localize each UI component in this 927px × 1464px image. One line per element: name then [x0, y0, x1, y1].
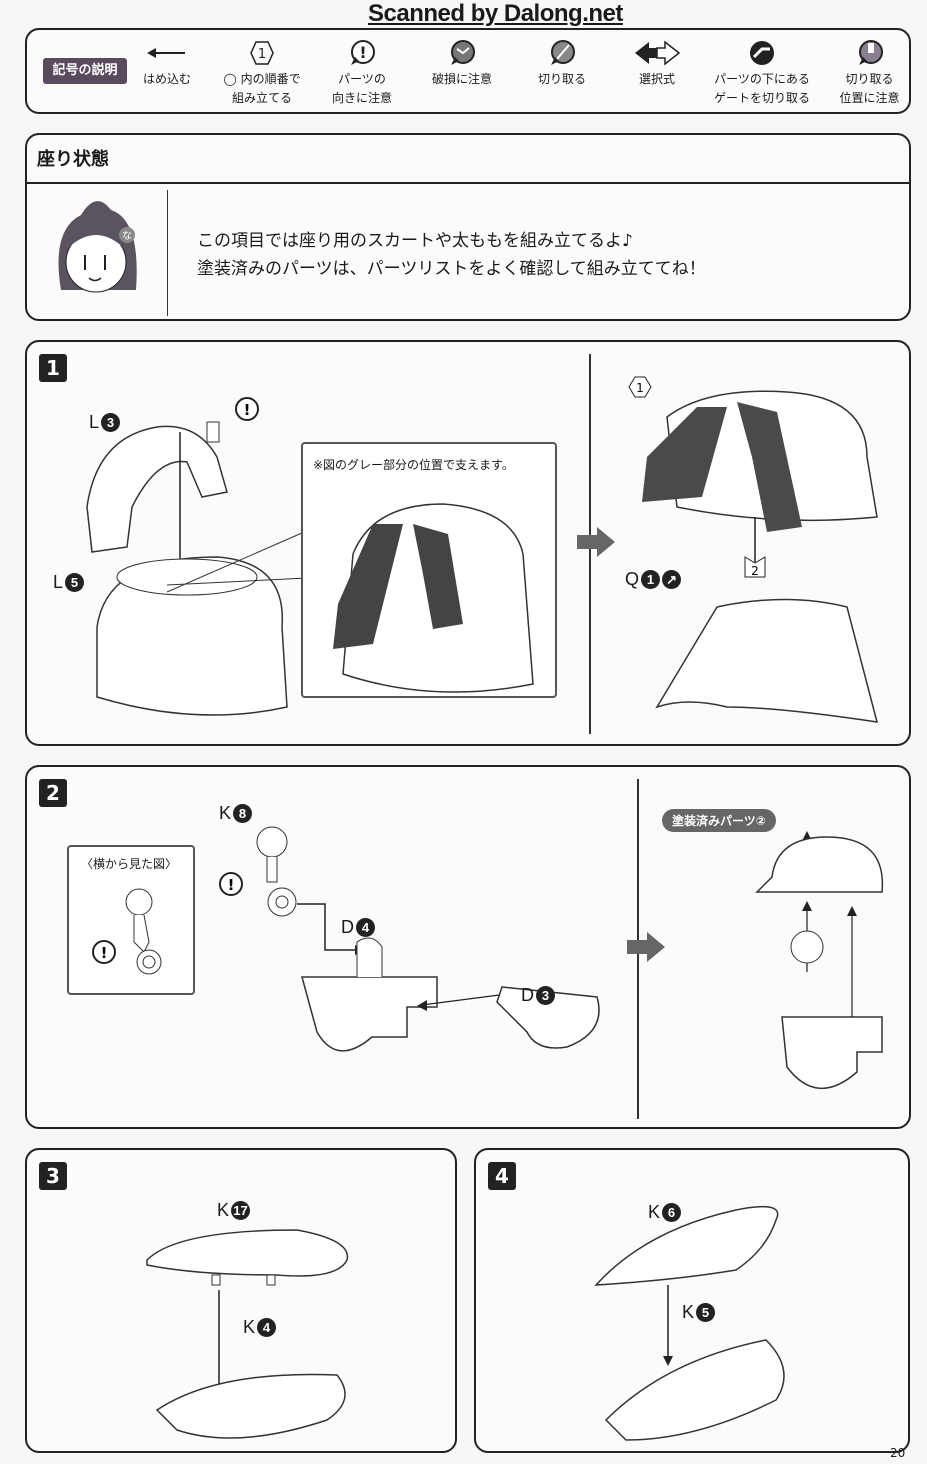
next-arrow-icon — [627, 932, 665, 962]
choice-arrows-icon — [635, 40, 681, 66]
svg-text:!: ! — [101, 944, 108, 962]
svg-text:!: ! — [359, 43, 366, 62]
title-divider — [27, 182, 909, 184]
thigh-part-drawing: ! — [86, 397, 328, 716]
legend-item-order: 1 ◯ 内の順番で 組み立てる — [217, 38, 307, 108]
gate-under-part-icon: ↗ — [662, 570, 682, 589]
intro-divider — [167, 190, 168, 316]
legend-title: 記号の説明 — [43, 58, 127, 84]
legend-item-gate: パーツの下にある ゲートを切り取る — [707, 38, 817, 108]
legend-item-breakage: 破損に注意 — [422, 38, 502, 89]
thigh-k17-k4-drawing — [146, 1229, 349, 1439]
intro-text-line-1: この項目では座り用のスカートや太ももを組み立てるよ♪ — [197, 231, 633, 251]
svg-text:2: 2 — [751, 564, 759, 578]
hexagon-order-icon: 1 — [250, 41, 274, 65]
press-fit-arrow-icon — [147, 48, 185, 58]
thigh-k6-k5-drawing — [594, 1205, 785, 1441]
side-view-callout: 〈横から見た図〉 ! — [67, 845, 195, 995]
gate-under-part-icon — [750, 41, 774, 65]
legend-item-orientation: ! パーツの 向きに注意 — [322, 38, 402, 108]
breakage-warning-icon — [451, 40, 475, 65]
svg-text:1: 1 — [258, 47, 266, 62]
step-number: 2 — [39, 779, 67, 807]
step-number: 4 — [488, 1162, 516, 1190]
symbol-legend: 記号の説明 はめ込む 1 ◯ 内の順番で 組み立てる ! パーツの 向きに注意 … — [25, 28, 911, 114]
legend-item-cut-position: 切り取る 位置に注意 — [832, 38, 907, 108]
legend-item-press-fit: はめ込む — [137, 38, 197, 89]
cut-position-icon — [858, 40, 883, 65]
section-intro: 座り状態 な この項目では座り用のスカートや太ももを組み立てるよ♪ 塗装済みのパ… — [25, 133, 911, 321]
legend-item-choice: 選択式 — [617, 38, 697, 89]
svg-text:1: 1 — [636, 381, 644, 395]
next-arrow-icon — [577, 527, 615, 557]
page-number: 20 — [890, 1446, 906, 1460]
step-number: 3 — [39, 1162, 67, 1190]
svg-text:!: ! — [244, 401, 251, 419]
legend-item-cut: 切り取る — [522, 38, 602, 89]
skirt-assembly-drawing: 1 2 — [628, 376, 879, 723]
svg-text:な: な — [122, 230, 132, 242]
watermark: Scanned by Dalong.net — [368, 0, 623, 27]
section-title: 座り状態 — [37, 149, 109, 170]
joint-assembly-drawing: ! — [219, 826, 600, 1052]
svg-text:!: ! — [228, 876, 235, 894]
painted-parts-tag: 塗装済みパーツ② — [662, 809, 776, 832]
mascot-avatar: な — [58, 201, 137, 293]
side-view-drawing: ! — [92, 888, 162, 975]
intro-text-line-2: 塗装済みのパーツは、パーツリストをよく確認して組み立ててね！ — [197, 259, 706, 279]
orientation-warning-icon: ! — [351, 40, 375, 65]
assembled-joint-drawing — [755, 831, 884, 1089]
support-position-drawing — [333, 503, 534, 693]
support-callout: ※図のグレー部分の位置で支えます。 — [301, 442, 557, 698]
cut-icon — [551, 40, 575, 65]
step-number: 1 — [39, 354, 67, 382]
